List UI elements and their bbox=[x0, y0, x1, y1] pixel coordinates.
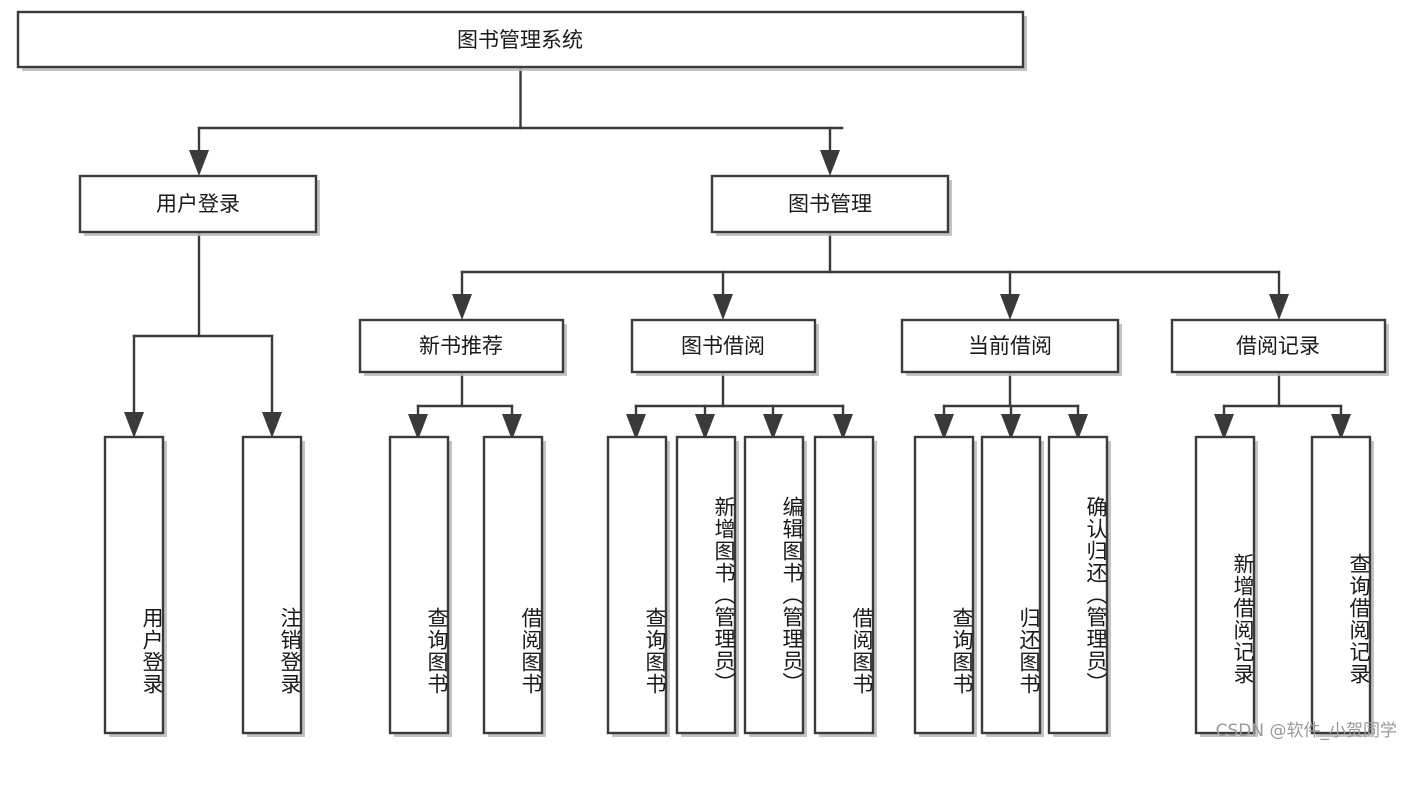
group-borrow-record-box bbox=[1170, 318, 1387, 374]
group-current-borrow-label: 当前借阅 bbox=[968, 334, 1052, 358]
root-label: 图书管理系统 bbox=[457, 28, 583, 52]
leaf-box-layer bbox=[103, 435, 1374, 737]
group-current-borrow-box bbox=[900, 318, 1120, 374]
leaf-rec-query-box[interactable] bbox=[1310, 435, 1372, 735]
arrow-to-leaf-user-login bbox=[124, 412, 144, 438]
leaf-nb-borrow-box[interactable] bbox=[482, 435, 544, 735]
arrow-to-leaf-rec-query bbox=[1331, 414, 1351, 440]
group-book-borrow-label: 图书借阅 bbox=[681, 334, 765, 358]
leaf-tb-edit-box[interactable] bbox=[743, 435, 805, 735]
leaf-cur-query-box[interactable] bbox=[913, 435, 975, 735]
group-book-borrow-box bbox=[630, 318, 817, 374]
arrow-to-leaf-tb-borrow bbox=[833, 414, 853, 440]
root-box bbox=[16, 10, 1025, 69]
node-root-book-management-system[interactable]: 图书管理系统 bbox=[16, 10, 1027, 71]
arrow-to-book-manage bbox=[820, 150, 840, 176]
leaf-cur-return-box[interactable] bbox=[980, 435, 1042, 735]
leaf-tb-borrow-box[interactable] bbox=[813, 435, 875, 735]
arrow-to-group-book-borrow bbox=[713, 294, 733, 320]
arrow-to-group-current-borrow bbox=[1000, 294, 1020, 320]
arrow-to-user-login bbox=[189, 150, 209, 176]
book-management-box bbox=[710, 174, 950, 234]
arrow-to-leaf-cur-query bbox=[934, 414, 954, 440]
node-book-management[interactable]: 图书管理 bbox=[710, 174, 952, 236]
watermark-text: CSDN @软件_小贺同学 bbox=[1215, 721, 1397, 741]
node-group-current-borrow[interactable]: 当前借阅 bbox=[900, 318, 1122, 376]
node-group-new-book-recommend[interactable]: 新书推荐 bbox=[358, 318, 567, 376]
leaf-rec-add-box[interactable] bbox=[1194, 435, 1256, 735]
leaf-user-logout-box[interactable] bbox=[241, 435, 303, 735]
group-new-book-box bbox=[358, 318, 565, 374]
book-management-label: 图书管理 bbox=[788, 192, 872, 216]
arrow-to-leaf-cur-confirm bbox=[1068, 414, 1088, 440]
arrow-to-group-borrow-record bbox=[1269, 294, 1289, 320]
arrow-to-group-new-book bbox=[452, 294, 472, 320]
arrow-to-leaf-tb-add bbox=[695, 414, 715, 440]
arrow-to-leaf-rec-add bbox=[1214, 414, 1234, 440]
user-login-label: 用户登录 bbox=[156, 192, 240, 216]
group-borrow-record-label: 借阅记录 bbox=[1236, 334, 1320, 358]
node-group-book-borrow[interactable]: 图书借阅 bbox=[630, 318, 819, 376]
leaf-tb-add-box[interactable] bbox=[675, 435, 737, 735]
arrow-to-leaf-cur-return bbox=[1001, 414, 1021, 440]
arrowhead-layer bbox=[124, 150, 1351, 440]
arrow-to-leaf-nb-borrow bbox=[502, 414, 522, 440]
arrow-to-leaf-user-logout bbox=[262, 412, 282, 438]
leaf-tb-query-box[interactable] bbox=[606, 435, 668, 735]
tree-diagram-canvas: 图书管理系统 用户登录 图书管理 新书推荐 图书借阅 bbox=[16, 10, 1389, 737]
arrow-to-leaf-nb-query bbox=[408, 414, 428, 440]
user-login-box bbox=[78, 174, 318, 234]
group-new-book-label: 新书推荐 bbox=[419, 334, 503, 358]
arrow-to-leaf-tb-query bbox=[626, 414, 646, 440]
book-management-system-diagram: 图书管理系统 用户登录 图书管理 新书推荐 图书借阅 bbox=[16, 10, 1397, 741]
node-user-login[interactable]: 用户登录 bbox=[78, 174, 320, 236]
arrow-to-leaf-tb-edit bbox=[763, 414, 783, 440]
node-group-borrow-record[interactable]: 借阅记录 bbox=[1170, 318, 1389, 376]
leaf-user-login-box[interactable] bbox=[103, 435, 165, 735]
leaf-cur-confirm-box[interactable] bbox=[1047, 435, 1109, 735]
leaf-nb-query-box[interactable] bbox=[388, 435, 450, 735]
